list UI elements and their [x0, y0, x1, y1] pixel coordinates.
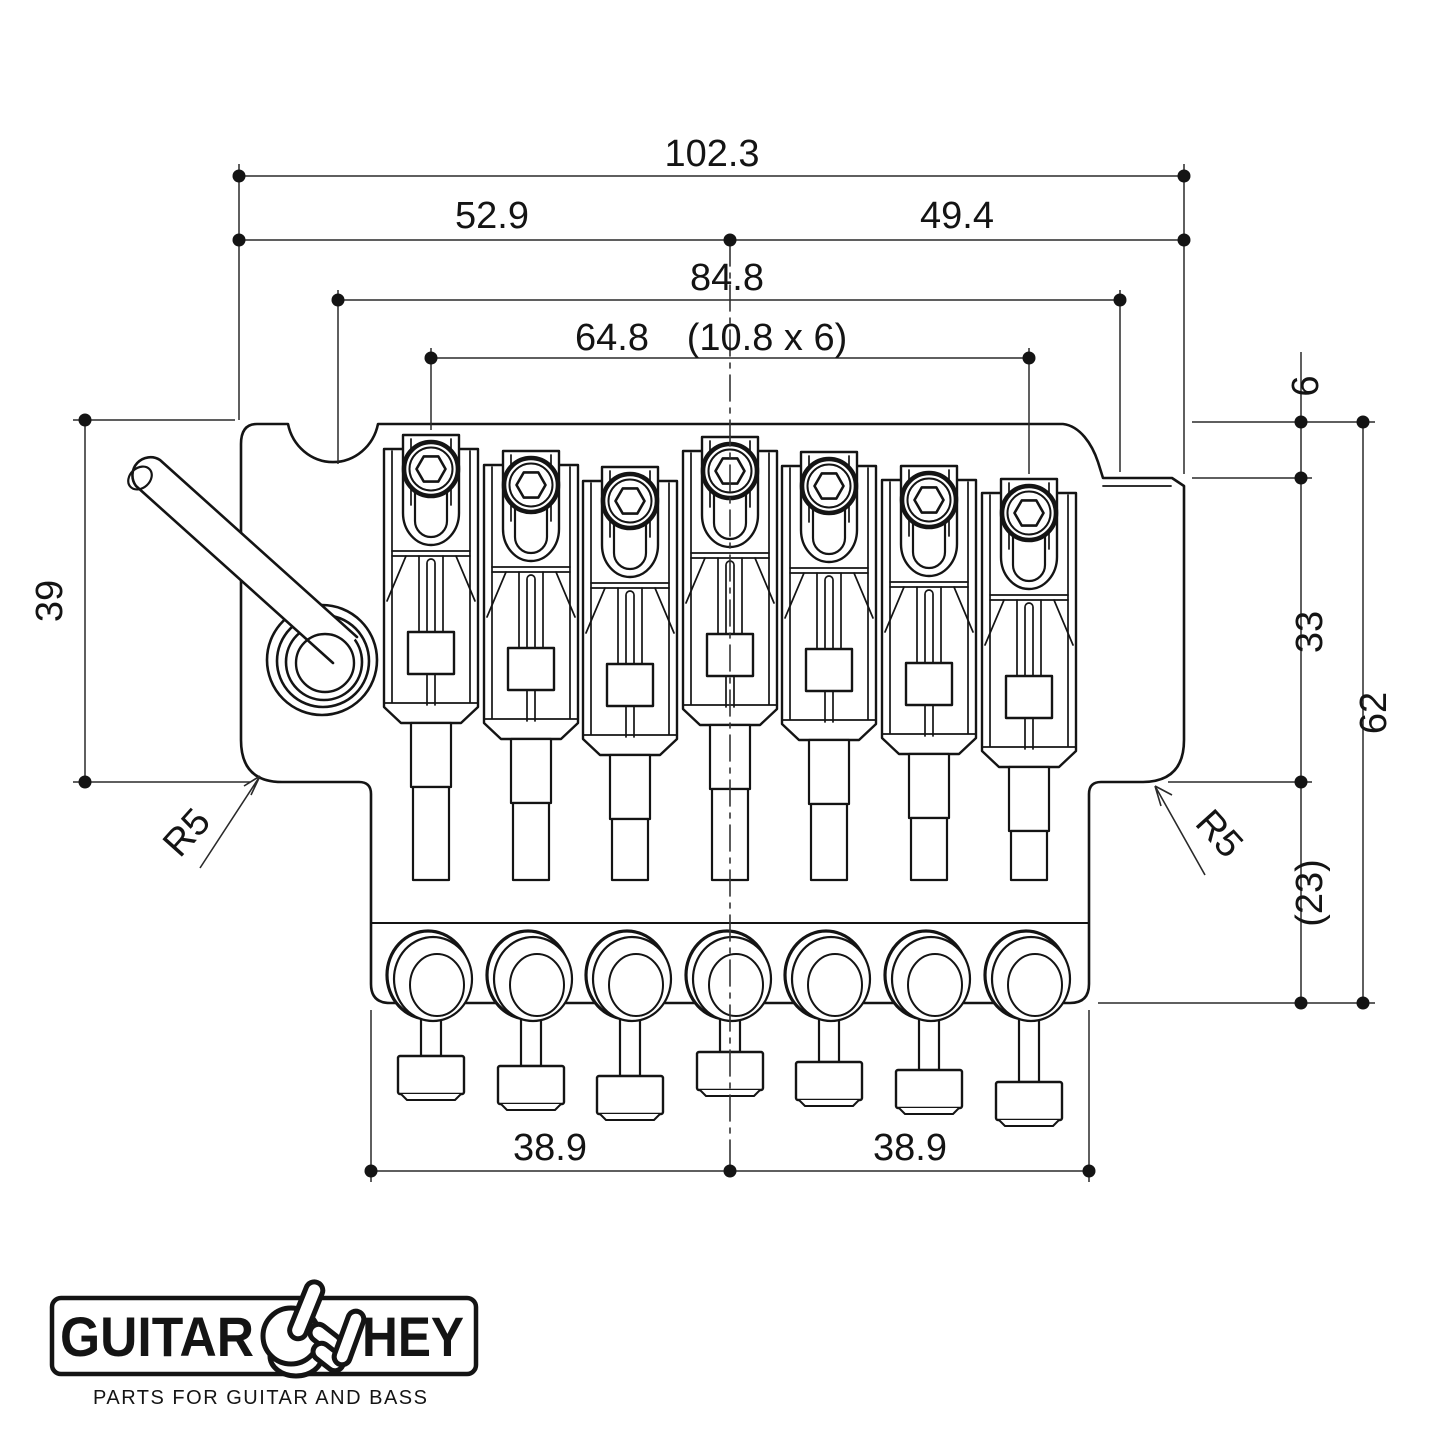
fine-tuner-2	[485, 929, 574, 1111]
hex-screw-icon	[999, 483, 1059, 543]
fine-tuner-7	[983, 929, 1072, 1127]
arm-tip-cap	[127, 465, 153, 491]
tremolo-arm	[127, 455, 359, 665]
dim-string-pitch: (10.8 x 6)	[687, 317, 848, 359]
dim-plate-height: 39	[29, 580, 71, 622]
fine-tuner-3	[584, 929, 673, 1121]
dim-left-offset: 52.9	[455, 195, 529, 237]
saddle-5	[780, 450, 878, 882]
radius-leaders	[199, 775, 1206, 876]
dim-top-step: 6	[1285, 375, 1327, 396]
dim-tuner-span-right: 38.9	[873, 1127, 947, 1169]
fine-tuner-1	[385, 929, 474, 1101]
saddle-2	[482, 449, 580, 882]
dim-mid-height: 33	[1289, 611, 1331, 653]
dimension-dots	[78, 169, 1370, 1178]
guitar-hey-logo: GUITAR HEY PARTS FOR GUITAR AND BASS	[49, 1279, 479, 1409]
extension-lines	[73, 164, 1375, 1182]
dim-radius-right: R5	[1187, 802, 1251, 866]
rock-horns-hand-icon	[260, 1279, 367, 1379]
dim-string-spread: 64.8	[575, 317, 649, 359]
dim-stud-spacing: 84.8	[690, 257, 764, 299]
hex-screw-icon	[799, 456, 859, 516]
dim-radius-left: R5	[155, 801, 219, 865]
logo-word-guitar: GUITAR	[60, 1305, 254, 1368]
fine-tuner-5	[783, 929, 872, 1107]
hex-screw-icon	[600, 471, 660, 531]
hex-screw-icon	[401, 439, 461, 499]
fine-tuner-6	[883, 929, 972, 1115]
hex-screw-icon	[501, 455, 561, 515]
saddle-7	[980, 477, 1078, 882]
arm-socket-collar	[294, 632, 356, 694]
dim-overall-width: 102.3	[664, 133, 759, 175]
saddle-1	[382, 433, 480, 882]
logo-word-hey: HEY	[362, 1305, 464, 1368]
fine-tuner-4	[684, 929, 773, 1097]
saddle-3	[581, 465, 679, 882]
dim-block-depth: (23)	[1289, 859, 1331, 927]
dim-overall-height: 62	[1353, 692, 1395, 734]
hex-screw-icon	[899, 470, 959, 530]
bridge-drawing	[127, 239, 1186, 1172]
logo-tagline: PARTS FOR GUITAR AND BASS	[93, 1387, 433, 1409]
saddle-6	[880, 464, 978, 882]
dim-right-offset: 49.4	[920, 195, 994, 237]
dim-tuner-span-left: 38.9	[513, 1127, 587, 1169]
